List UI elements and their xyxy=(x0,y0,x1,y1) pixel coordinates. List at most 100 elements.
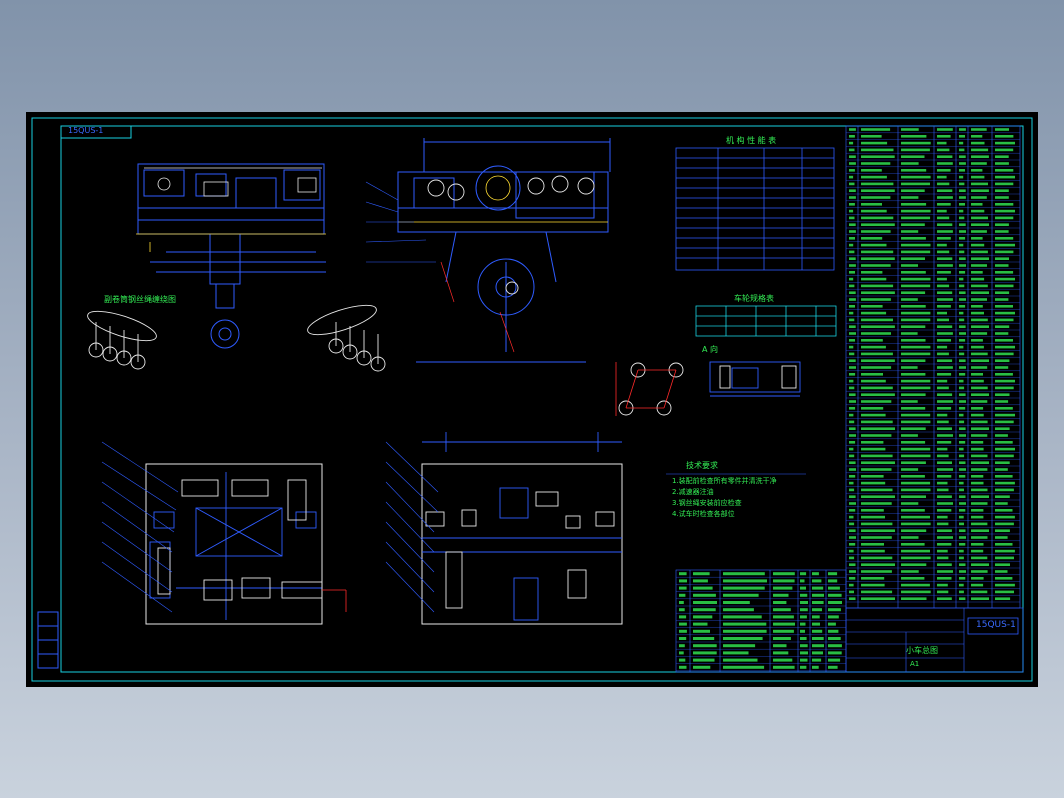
parts-cell-text xyxy=(901,318,931,322)
parts-cell-text xyxy=(959,393,966,396)
parts-cell-text xyxy=(995,393,1010,396)
parts-cell-text xyxy=(828,629,839,633)
parts-cell-text xyxy=(937,366,953,369)
parts-cell-text xyxy=(901,407,926,410)
parts-cell-text xyxy=(995,359,1010,362)
parts-cell-text xyxy=(901,536,919,539)
parts-cell-text xyxy=(723,572,765,576)
section-detail-a: A 向 xyxy=(702,345,719,354)
parts-cell-text xyxy=(861,155,895,158)
parts-cell-text xyxy=(849,529,856,532)
parts-cell-text xyxy=(861,223,895,226)
parts-cell-text xyxy=(901,454,931,458)
parts-cell-text xyxy=(901,468,919,471)
parts-cell-text xyxy=(995,339,1013,342)
parts-cell-text xyxy=(901,400,918,403)
parts-cell-text xyxy=(812,651,823,655)
parts-cell-text xyxy=(693,601,717,604)
drawing-code-title-block: 15QUS-1 xyxy=(976,620,1016,630)
parts-cell-text xyxy=(693,629,710,633)
parts-cell-text xyxy=(861,502,892,505)
parts-cell-text xyxy=(971,182,988,186)
parts-cell-text xyxy=(901,420,931,424)
parts-cell-text xyxy=(959,291,966,294)
parts-cell-text xyxy=(679,608,685,612)
parts-cell-text xyxy=(723,637,763,640)
parts-cell-text xyxy=(995,271,1014,274)
parts-cell-text xyxy=(959,441,966,444)
parts-cell-text xyxy=(693,637,715,640)
parts-cell-text xyxy=(901,243,931,247)
parts-cell-text xyxy=(828,622,836,626)
parts-cell-text xyxy=(995,277,1015,281)
parts-cell-text xyxy=(995,407,1013,410)
lower-parts-rows xyxy=(676,577,846,671)
parts-cell-text xyxy=(812,637,824,640)
parts-cell-text xyxy=(773,593,789,597)
parts-cell-text xyxy=(995,311,1015,315)
parts-cell-text xyxy=(861,393,895,396)
parts-cell-text xyxy=(937,563,952,566)
parts-cell-text xyxy=(937,583,948,587)
code-box-left xyxy=(60,125,132,139)
parts-cell-text xyxy=(971,155,989,158)
parts-list-entries xyxy=(849,128,1015,600)
parts-cell-text xyxy=(971,454,988,458)
parts-cell-text xyxy=(937,230,953,233)
parts-cell-text xyxy=(971,223,989,226)
parts-cell-text xyxy=(971,271,983,274)
parts-cell-text xyxy=(849,305,855,308)
parts-cell-text xyxy=(971,284,988,288)
parts-cell-text xyxy=(849,441,856,444)
parts-cell-text xyxy=(901,196,919,199)
parts-cell-text xyxy=(828,651,842,655)
parts-cell-text xyxy=(861,468,892,471)
parts-cell-text xyxy=(849,298,856,301)
parts-cell-text xyxy=(849,488,855,492)
parts-cell-text xyxy=(995,386,1014,390)
parts-cell-text xyxy=(937,250,950,254)
parts-cell-text xyxy=(971,549,984,553)
parts-cell-text xyxy=(901,386,931,390)
parts-cell-text xyxy=(937,495,952,498)
parts-cell-text xyxy=(901,284,931,288)
parts-cell-text xyxy=(937,237,951,240)
parts-cell-text xyxy=(723,651,749,655)
parts-cell-text xyxy=(937,196,953,199)
parts-cell-text xyxy=(959,509,966,512)
parts-cell-text xyxy=(723,608,754,612)
parts-cell-text xyxy=(971,325,989,328)
parts-cell-text xyxy=(995,400,1009,403)
parts-cell-text xyxy=(693,572,710,576)
parts-cell-text xyxy=(861,298,891,301)
parts-cell-text xyxy=(849,203,855,206)
parts-cell-text xyxy=(901,264,918,267)
parts-cell-text xyxy=(901,250,931,254)
parts-cell-text xyxy=(971,318,988,322)
parts-cell-text xyxy=(937,447,948,451)
parts-cell-text xyxy=(901,203,927,206)
parts-cell-text xyxy=(693,615,713,619)
parts-cell-text xyxy=(971,162,987,165)
side-stamp xyxy=(37,611,59,669)
parts-cell-text xyxy=(959,488,964,492)
parts-cell-text xyxy=(812,579,822,583)
parts-cell-text xyxy=(861,420,893,424)
parts-cell-text xyxy=(861,366,892,369)
parts-cell-text xyxy=(828,637,841,640)
side-elevation-view xyxy=(137,163,326,349)
parts-cell-text xyxy=(959,549,964,553)
parts-cell-text xyxy=(861,141,888,145)
parts-cell-text xyxy=(937,441,952,444)
parts-cell-text xyxy=(959,271,966,274)
parts-cell-text xyxy=(971,291,989,294)
parts-cell-text xyxy=(995,216,1014,220)
parts-cell-text xyxy=(971,488,988,492)
parts-cell-text xyxy=(861,454,893,458)
parts-cell-text xyxy=(937,393,953,396)
parts-cell-text xyxy=(995,284,1014,288)
parts-cell-text xyxy=(849,243,854,247)
parts-cell-text xyxy=(773,622,795,626)
parts-cell-text xyxy=(849,196,856,199)
parts-cell-text xyxy=(861,529,895,532)
